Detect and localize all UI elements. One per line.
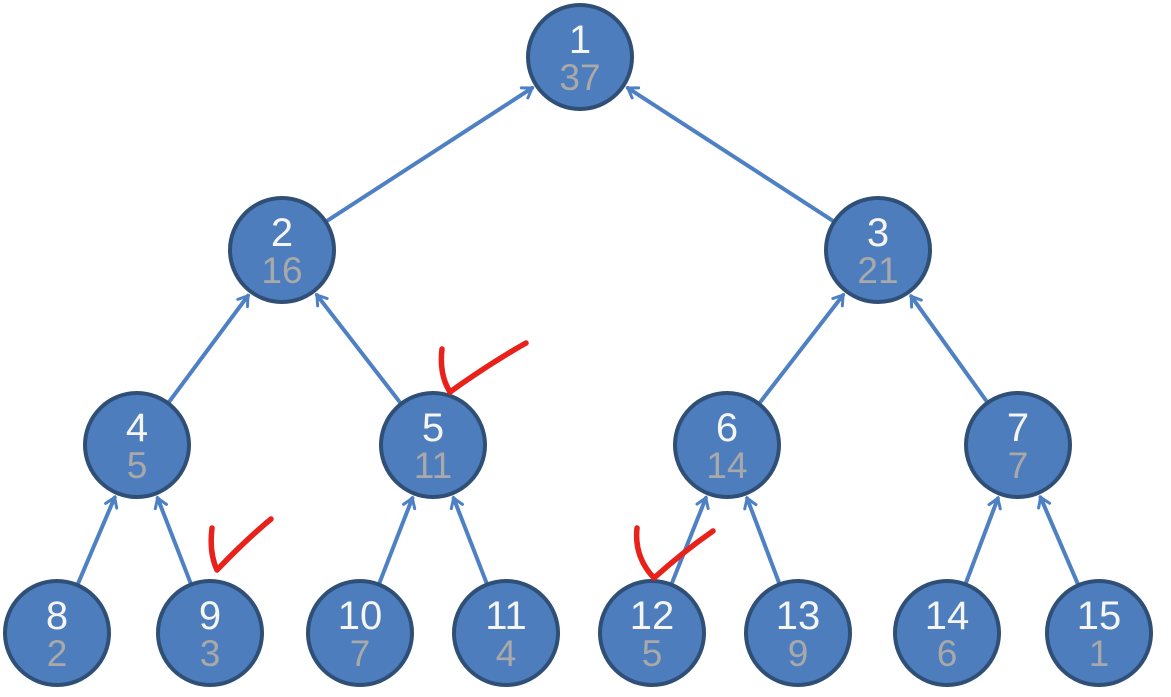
node-value: 7 [350, 633, 371, 674]
node-value: 37 [559, 57, 600, 98]
node-value: 7 [1008, 445, 1029, 486]
edge-10-to-5 [377, 495, 417, 585]
node-circle [526, 3, 634, 111]
tree-node-7: 77 [964, 391, 1072, 499]
tree-node-10: 107 [306, 579, 414, 687]
node-index: 4 [126, 406, 148, 450]
tree-node-5: 511 [379, 391, 487, 499]
edge-14-to-7 [964, 495, 1002, 585]
edge-12-to-6 [670, 495, 710, 585]
node-circle [228, 196, 336, 304]
node-value: 2 [47, 633, 68, 674]
node-circle [893, 579, 1001, 687]
tree-node-8: 82 [3, 579, 111, 687]
node-value: 6 [937, 633, 958, 674]
node-value: 4 [496, 633, 517, 674]
tree-node-9: 93 [156, 579, 264, 687]
tree-node-13: 139 [744, 579, 852, 687]
node-circle [1045, 579, 1153, 687]
node-index: 13 [776, 594, 821, 638]
node-circle [673, 391, 781, 499]
node-value: 14 [706, 445, 747, 486]
node-index: 8 [46, 594, 68, 638]
nodes-layer: 1372163214551161477829310711412513914615… [3, 3, 1153, 687]
node-index: 9 [199, 594, 221, 638]
node-index: 1 [569, 18, 591, 62]
edge-11-to-5 [449, 495, 489, 585]
node-index: 6 [716, 406, 738, 450]
node-circle [598, 579, 706, 687]
node-index: 5 [422, 406, 444, 450]
node-value: 3 [200, 633, 221, 674]
node-circle [83, 391, 191, 499]
edge-6-to-3 [758, 292, 846, 405]
node-index: 15 [1077, 594, 1122, 638]
node-index: 12 [630, 594, 675, 638]
edge-4-to-2 [167, 293, 250, 404]
tree-node-14: 146 [893, 579, 1001, 687]
node-circle [3, 579, 111, 687]
node-circle [379, 391, 487, 499]
node-value: 5 [127, 445, 148, 486]
node-circle [306, 579, 414, 687]
tree-node-12: 125 [598, 579, 706, 687]
node-value: 1 [1089, 633, 1110, 674]
edge-13-to-6 [743, 495, 781, 585]
node-value: 5 [642, 633, 663, 674]
node-circle [964, 391, 1072, 499]
node-circle [156, 579, 264, 687]
edge-15-to-7 [1037, 494, 1080, 586]
tree-node-3: 321 [824, 196, 932, 304]
node-index: 14 [925, 594, 970, 638]
node-index: 3 [867, 211, 889, 255]
node-index: 7 [1007, 406, 1029, 450]
node-circle [824, 196, 932, 304]
tree-node-1: 137 [526, 3, 634, 111]
annotations-layer [208, 340, 716, 581]
edge-2-to-1 [325, 85, 535, 223]
node-value: 16 [261, 250, 302, 291]
edge-8-to-4 [76, 494, 119, 586]
node-index: 11 [485, 594, 527, 638]
node-value: 21 [857, 250, 898, 291]
edge-7-to-3 [909, 294, 989, 404]
node-value: 11 [414, 445, 452, 486]
edge-5-to-2 [314, 292, 402, 405]
tree-node-2: 216 [228, 196, 336, 304]
edge-3-to-1 [625, 85, 835, 223]
node-circle [452, 579, 560, 687]
red-checkmark-near-node-9 [208, 516, 274, 573]
node-value: 9 [788, 633, 809, 674]
tree-node-11: 114 [452, 579, 560, 687]
edge-9-to-4 [153, 495, 193, 585]
node-index: 10 [338, 594, 383, 638]
node-circle [744, 579, 852, 687]
edges-layer [76, 85, 1080, 586]
red-checkmark-near-node-5 [438, 340, 529, 395]
tree-node-6: 614 [673, 391, 781, 499]
node-index: 2 [271, 211, 293, 255]
tree-node-4: 45 [83, 391, 191, 499]
red-checkmark-near-node-12 [633, 525, 716, 581]
tree-node-15: 151 [1045, 579, 1153, 687]
